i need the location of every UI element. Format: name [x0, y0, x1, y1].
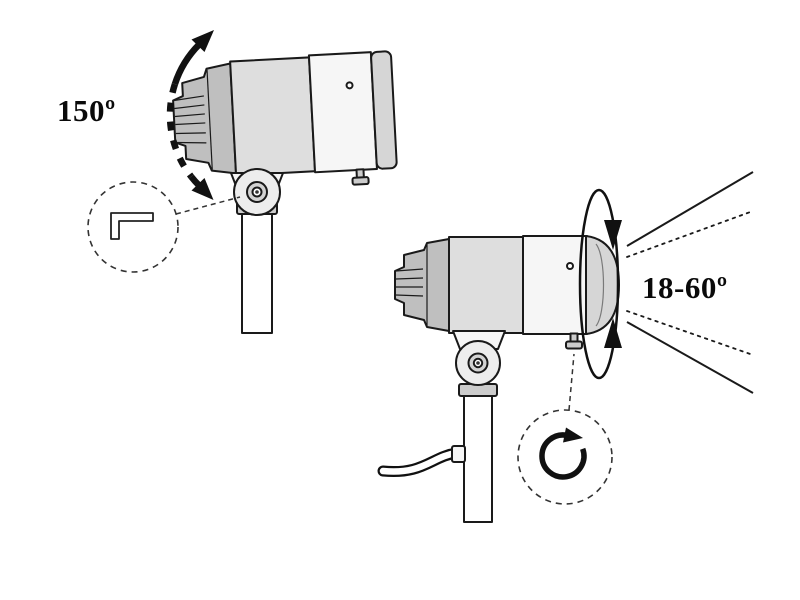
zoom-ring: [585, 235, 620, 335]
lamp-body: [172, 50, 398, 186]
body-front-section-2: [522, 235, 588, 335]
tilt-arrow-up-icon: [191, 30, 214, 52]
mounting-knob-2: [455, 340, 501, 386]
mounting-pole: [241, 211, 273, 334]
rotate-callout: [517, 353, 613, 505]
zoom-arrow-up-icon: [604, 318, 622, 348]
body-mid-section: [229, 56, 316, 177]
rotate-callout-circle: [517, 409, 613, 505]
body-front-section: [307, 51, 378, 174]
rotate-clockwise-icon: [539, 427, 587, 480]
heat-sink-fins-2: [395, 244, 428, 326]
mounting-pole-2: [463, 394, 493, 523]
zoom-arrow-down-icon: [604, 220, 622, 250]
hex-key-leader-line: [175, 196, 241, 215]
lamp-body-2: [394, 235, 620, 350]
beam-spread-lines: [626, 171, 754, 394]
rotate-leader-line: [568, 353, 575, 411]
tilt-arc-arrow: [166, 30, 214, 200]
beam-angle-label: 18-60º: [642, 270, 728, 305]
power-cable: [377, 445, 466, 478]
hex-key-callout: [87, 181, 241, 273]
body-screw-dot: [345, 81, 354, 90]
zoom-ring-edge: [595, 243, 605, 327]
body-mid-section-2: [448, 236, 524, 334]
zoom-direction-arrows: [578, 188, 622, 380]
cable-gland: [451, 445, 466, 463]
horizontal-fixture-illustration: [377, 171, 754, 523]
tilt-arrow-down-icon: [191, 178, 214, 200]
tilted-fixture-illustration: [172, 50, 398, 334]
heat-sink-fins: [174, 69, 213, 170]
setscrew: [351, 168, 370, 186]
hex-key-callout-circle: [87, 181, 179, 273]
front-bezel: [370, 50, 398, 170]
setscrew-2: [565, 332, 583, 350]
tilt-angle-label: 150º: [57, 93, 116, 128]
body-screw-dot-2: [566, 262, 574, 270]
heat-sink-shroud-2: [394, 238, 450, 332]
allen-key-icon: [110, 212, 154, 240]
mounting-knob: [233, 168, 281, 216]
